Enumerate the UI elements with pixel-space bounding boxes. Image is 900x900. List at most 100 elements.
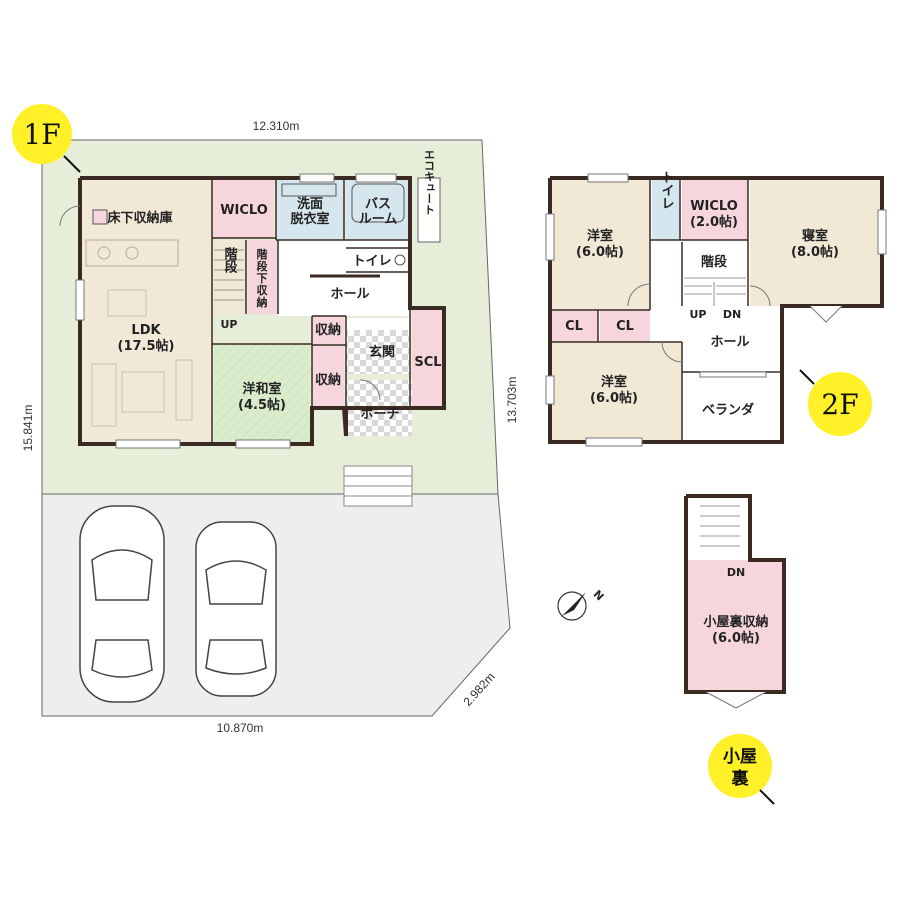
room-scl [412, 310, 444, 408]
label-cl-b: CL [616, 319, 634, 334]
washbasin [281, 183, 337, 197]
badge-2f-circle [808, 372, 872, 436]
label-storage-b: 収納 [315, 372, 341, 388]
label-hall-2f: ホール [710, 335, 749, 350]
label-storage-a: 収納 [315, 322, 341, 338]
label-ecocute: エコキュート [423, 149, 436, 215]
interior-walls-1f [211, 178, 411, 444]
dining-table [107, 289, 147, 317]
badge-loft-circle [708, 734, 772, 798]
room-toilet-2f [652, 178, 680, 240]
label-ldk: LDK [131, 323, 161, 338]
room-bedroom [750, 178, 882, 306]
room-cl-b [600, 310, 650, 342]
compass-needle-icon [562, 592, 586, 616]
badge-loft-line2: 裏 [731, 768, 750, 789]
svg-text:納: 納 [257, 295, 268, 309]
room-cl-a [550, 310, 598, 342]
label-stair-1f: 階段 [222, 246, 238, 274]
ecocute-unit [417, 177, 441, 243]
walls-loft [684, 494, 786, 694]
stair-treads-2f [684, 277, 746, 306]
svg-text:下: 下 [257, 272, 268, 285]
badge-1f: 1F [12, 104, 81, 173]
compass: N [557, 588, 607, 621]
room-stair-1f [212, 240, 246, 314]
label-wiclo-1f: WICLO [220, 203, 268, 218]
bathtub [351, 183, 405, 223]
label-washitsu-size: (4.5帖) [238, 397, 286, 413]
window-loft [705, 691, 767, 709]
sink-icon [97, 246, 111, 260]
label-youshitsu-b-size: (6.0帖) [590, 390, 638, 406]
label-entrance: 玄関 [369, 344, 395, 360]
label-bedroom-size: (8.0帖) [791, 244, 839, 260]
badge-2f: 2F [799, 369, 872, 436]
label-youshitsu-b: 洋室 [601, 374, 627, 390]
room-loft-stair [686, 496, 750, 560]
coffee-table [121, 371, 165, 413]
badge-loft-line1: 小屋 [723, 747, 757, 767]
kitchen-counter [85, 239, 179, 267]
stove-icon [125, 246, 139, 260]
label-under-stair-storage: 階 段 下 収 納 [257, 247, 269, 309]
dim-bottom: 10.870m [217, 721, 264, 735]
label-youshitsu-a-size: (6.0帖) [576, 244, 624, 260]
car-left [79, 505, 165, 703]
tv-board [175, 359, 193, 421]
label-up-1f: UP [221, 318, 238, 331]
sofa [91, 363, 117, 427]
label-washitsu: 洋和室 [242, 381, 281, 397]
door-entrance [359, 379, 381, 401]
label-dn-2f: DN [723, 308, 741, 321]
compass-label: N [591, 588, 607, 604]
label-stair-2f: 階段 [701, 254, 727, 270]
badge-2f-text: 2F [821, 388, 858, 421]
label-attic: 小屋裏収納 [703, 614, 768, 630]
room-washitsu [214, 344, 310, 444]
stair-treads-loft [700, 505, 740, 547]
room-youshitsu-b [550, 342, 682, 442]
label-bath-2: ルーム [359, 212, 398, 227]
door-youshitsu-a [627, 283, 651, 307]
label-wash: 洗面 [297, 196, 323, 212]
room-bath [346, 178, 410, 240]
badge-1f-text: 1F [23, 118, 60, 151]
label-wiclo-2f-size: (2.0帖) [690, 214, 738, 230]
front-steps [343, 465, 413, 507]
room-attic-storage [686, 560, 784, 692]
room-storage-b [312, 346, 344, 408]
windows-1f [75, 173, 397, 449]
door-youshitsu-b [661, 341, 683, 363]
label-bedroom: 寝室 [802, 228, 828, 244]
label-toilet-2f: トイレ [659, 171, 675, 210]
room-washroom [276, 178, 344, 240]
room-wiclo-1f [212, 178, 274, 238]
first-floor: 床下収納庫 LDK (17.5帖) WICLO 洗面 脱衣室 バス ルーム エコ… [59, 149, 446, 507]
dim-left: 15.841m [21, 405, 35, 452]
label-underfloor-storage: 床下収納庫 [107, 210, 172, 226]
toilet-bowl [394, 254, 406, 266]
door-bedroom [749, 285, 771, 307]
label-youshitsu-a: 洋室 [587, 228, 613, 244]
room-veranda [682, 372, 782, 442]
svg-text:段: 段 [257, 259, 268, 273]
underfloor-storage-mark [92, 209, 108, 225]
car-right [195, 521, 277, 697]
stair-treads-1f [214, 249, 244, 301]
room-entrance-tile [346, 330, 410, 374]
label-toilet-1f: トイレ [352, 254, 391, 269]
label-dressing: 脱衣室 [290, 211, 329, 227]
walls-2f [548, 176, 884, 444]
label-porch: ポーチ [360, 406, 399, 422]
dim-top: 12.310m [253, 119, 300, 133]
label-attic-size: (6.0帖) [712, 630, 760, 646]
label-scl: SCL [414, 355, 441, 370]
second-floor: 洋室 (6.0帖) トイレ WICLO (2.0帖) 寝室 (8.0帖) 階段 … [545, 171, 887, 447]
room-hall-1f [278, 240, 410, 316]
badge-1f-circle [12, 104, 72, 164]
room-stair-2f [682, 242, 748, 306]
label-wiclo-2f: WICLO [690, 199, 738, 214]
label-veranda: ベランダ [702, 402, 754, 418]
